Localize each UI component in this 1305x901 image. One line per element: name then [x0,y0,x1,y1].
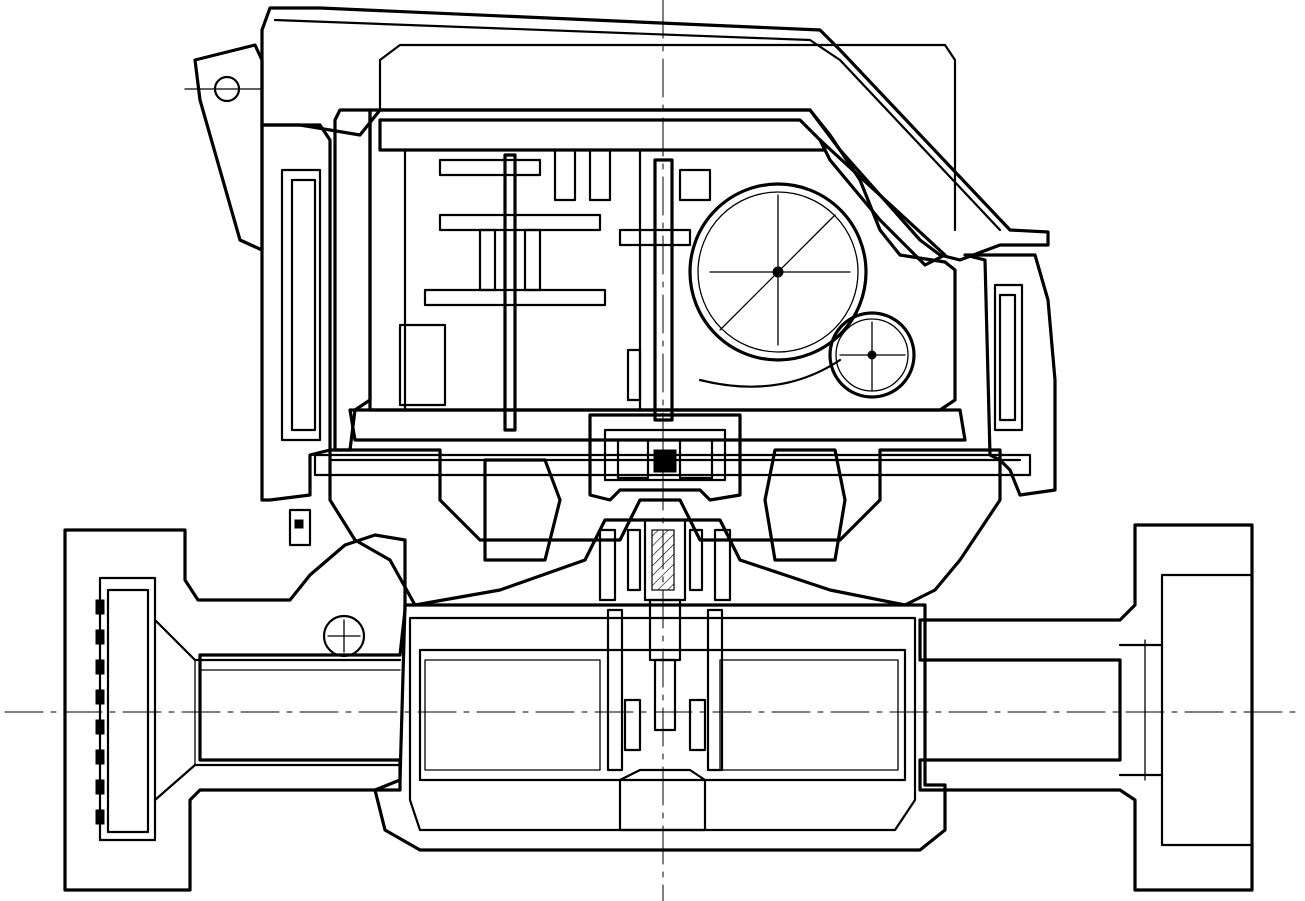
pump-head [184,6,1057,772]
strainer-slots [95,599,105,825]
left-inlet-flange [63,528,407,892]
large-dial-wheel [688,182,868,388]
flow-pipe [63,523,1254,892]
right-outlet-flange [918,523,1254,892]
central-shaft [598,518,732,772]
terminal-housing-cover [260,6,1050,262]
strainer-screen [106,588,150,834]
small-dial-wheel [828,311,916,399]
check-plug [322,614,366,658]
impeller-chamber [373,603,947,852]
magnetic-coupling [588,413,742,502]
hinge-lug [184,43,264,252]
